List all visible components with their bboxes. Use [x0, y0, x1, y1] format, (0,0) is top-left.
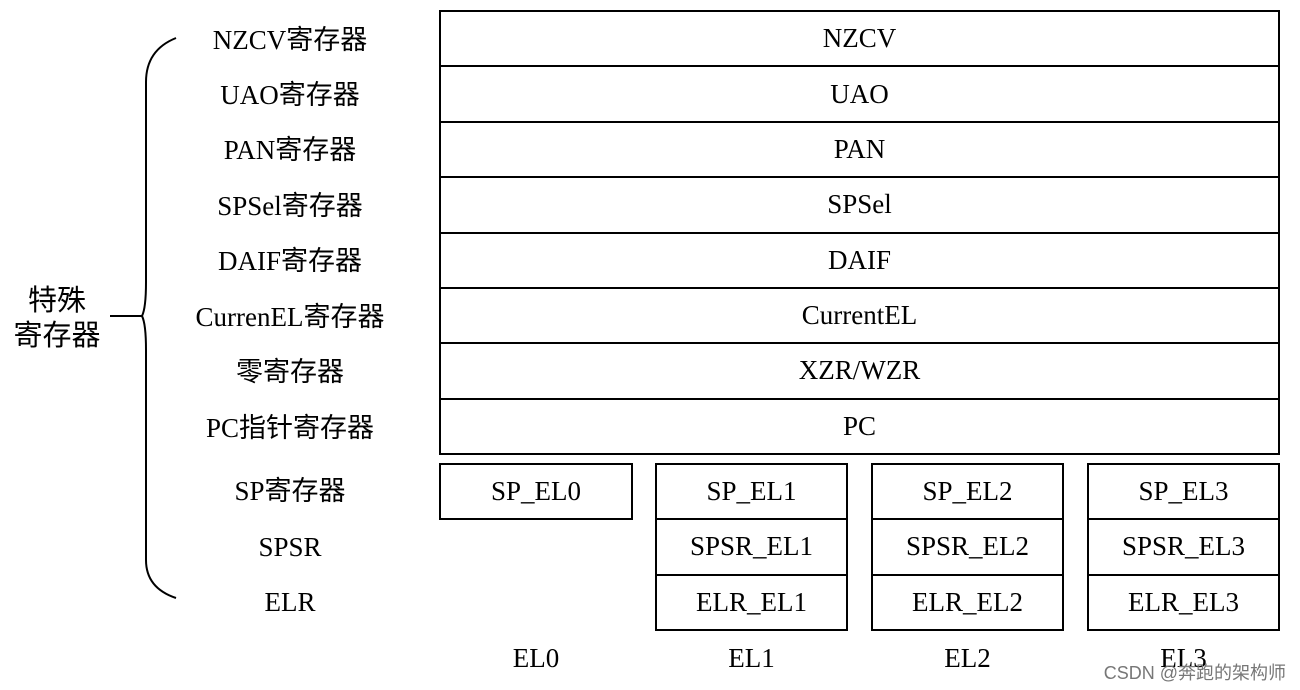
cell-spsr-el3: SPSR_EL3 [1089, 520, 1278, 576]
cell-daif: DAIF [441, 234, 1278, 289]
wide-register-table: NZCV UAO PAN SPSel DAIF CurrentEL XZR/WZ… [439, 10, 1280, 455]
row-label-daif: DAIF寄存器 [217, 245, 362, 276]
cell-sp-el3: SP_EL3 [1089, 465, 1278, 521]
column-el3: SP_EL3 SPSR_EL3 ELR_EL3 [1087, 463, 1280, 631]
row-label-pc: PC指针寄存器 [205, 412, 375, 443]
row-label-spsel: SPSel寄存器 [217, 190, 363, 221]
row-label-uao: UAO寄存器 [220, 79, 360, 110]
column-label-el2: EL2 [944, 642, 991, 673]
group-label-line2: 寄存器 [13, 320, 101, 353]
cell-sp-el2: SP_EL2 [873, 465, 1062, 521]
row-label-spsr: SPSR [258, 531, 322, 562]
group-label: 特殊 寄存器 [10, 284, 104, 355]
row-label-pan: PAN寄存器 [223, 134, 357, 165]
column-el2: SP_EL2 SPSR_EL2 ELR_EL2 [871, 463, 1064, 631]
row-label-zero: 零寄存器 [236, 356, 344, 387]
column-label-el3: EL3 [1160, 642, 1207, 673]
cell-sp-el0: SP_EL0 [439, 463, 633, 520]
cell-elr-el2: ELR_EL2 [912, 586, 1023, 617]
column-label-el0: EL0 [512, 642, 560, 673]
row-label-nzcv: NZCV寄存器 [212, 24, 368, 55]
cell-pan: PAN [441, 123, 1278, 179]
group-label-line1: 特殊 [27, 285, 86, 317]
cell-elr-el1: ELR_EL1 [696, 586, 807, 617]
cell-nzcv: NZCV [441, 12, 1278, 68]
watermark: CSDN @奔跑的架构师 [1103, 663, 1286, 683]
cell-uao: UAO [441, 67, 1278, 123]
cell-spsr-el1: SPSR_EL1 [657, 520, 846, 576]
cell-spsr-el2: SPSR_EL2 [873, 520, 1062, 576]
column-el1: SP_EL1 SPSR_EL1 ELR_EL1 [655, 463, 848, 631]
row-label-sp: SP寄存器 [234, 475, 346, 506]
cell-elr-el3: ELR_EL3 [1128, 586, 1239, 617]
cell-currentel: CurrentEL [441, 289, 1278, 345]
cell-xzr-wzr: XZR/WZR [441, 344, 1278, 400]
cell-sp-el1: SP_EL1 [657, 465, 846, 521]
cell-pc: PC [842, 410, 877, 441]
row-label-currentel: CurrenEL寄存器 [195, 301, 385, 332]
row-label-elr: ELR [264, 586, 316, 617]
cell-spsel: SPSel [441, 178, 1278, 234]
column-label-el1: EL1 [728, 642, 775, 673]
